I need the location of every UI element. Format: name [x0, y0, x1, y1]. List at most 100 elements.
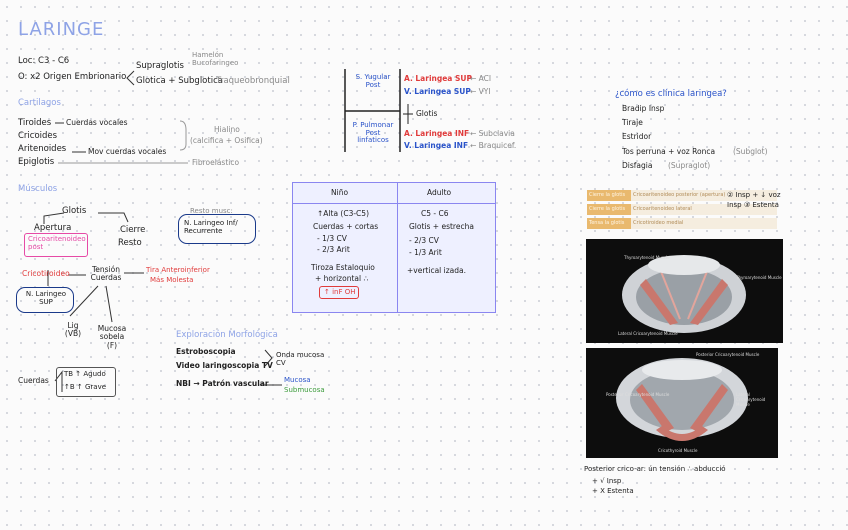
disfagia-note: (Supraglot)	[668, 161, 711, 170]
vascular-glotis: Glotis	[416, 109, 438, 118]
strip-row: Tensa la glotis Cricotiroideo medial	[587, 218, 777, 229]
cricoaritenoideo-box	[24, 233, 88, 257]
exploracion-item-3: NBI → Patrón vascular	[176, 379, 269, 388]
a-laringea-sup: A. Laringea SUP	[404, 74, 472, 83]
caption-p2-b: Posterior Cricoarytenoid Muscle	[606, 392, 670, 397]
cartilago-aritenoides: Aritenoides	[18, 144, 67, 154]
a-laringea-inf-src: ← Subclavia	[470, 129, 515, 138]
caption-p2-a: Posterior Cricoarytenoid Muscle	[696, 352, 760, 357]
posterior-note-item-1: + √ Insp	[592, 477, 622, 485]
nino-row-4: - 2/3 Arit	[317, 245, 350, 254]
tb-agudo: TB ↑ Agudo	[64, 370, 106, 378]
musculos-heading: Músculos	[18, 184, 58, 194]
loc-text: Loc: C3 - C6	[18, 56, 70, 66]
posterior-note-item-2: + X Estenta	[592, 487, 634, 495]
caption-p1-c: Lateral Cricoarytenoid Muscle	[618, 331, 678, 336]
table-divider	[397, 183, 398, 312]
mucosa-label: Mucosa sobela (F)	[97, 324, 127, 350]
muscle-strip-table: Cierre la glotis Cricoaritenoideo poster…	[587, 190, 777, 229]
table-col-nino: Niño	[331, 188, 349, 197]
vascular-left-top: S. Yugular Post	[355, 73, 391, 89]
posterior-note-title: Posterior crico-ar: ún tensión ∴ abducci…	[584, 465, 726, 473]
adulto-row-3: - 2/3 CV	[409, 236, 439, 245]
strip-row: Cierre la glotis Cricoaritenoideo poster…	[587, 190, 777, 201]
submucosa-label-nbi: Submucosa	[284, 386, 325, 394]
sintoma-4: Tos perruna + voz Ronca	[622, 147, 716, 156]
exploracion-item-2: Video laringoscopia TV	[176, 361, 273, 370]
figure-note-2: Insp ③ Estenta	[727, 201, 779, 209]
strip-text: Cricoaritenoideo posterior (apertura)	[631, 190, 777, 201]
nino-row-6: + horizontal ∴	[315, 274, 369, 283]
v-laringea-sup-src: ← VYI	[470, 87, 491, 96]
origen-sup-note: Hamelón Bucofaringeo	[192, 51, 239, 67]
adulto-row-4: - 1/3 Arit	[409, 248, 442, 257]
larynx-illustration-top	[622, 255, 746, 333]
v-laringea-sup: V. Laringea SUP	[404, 87, 471, 96]
cartilago-tiroides: Tiroides	[18, 118, 52, 128]
lig-label: Lig (VB)	[64, 321, 82, 339]
sintoma-5: Disfagia	[622, 161, 653, 170]
table-col-adulto: Adulto	[427, 188, 452, 197]
page-title: LARINGE	[18, 19, 105, 40]
resto-label: Resto	[118, 238, 142, 248]
origen-inf-note: Traqueobronquial	[216, 76, 290, 86]
larynx-image-bottom: Posterior Cricoarytenoid Muscle Posterio…	[586, 348, 778, 458]
origen-inf: Glotica + Subglotica	[136, 76, 223, 86]
clinica-question: ¿cómo es clínica laringea?	[615, 89, 727, 99]
comparison-table: Niño Adulto ↑Alta (C3-C5) Cuerdas + cort…	[292, 182, 496, 313]
adulto-row-2: Glotis + estrecha	[409, 222, 474, 231]
cartilago-cricoides: Cricoides	[18, 131, 58, 141]
glotis-label: Glotis	[62, 206, 87, 216]
onda-mucosa: Onda mucosa CV	[276, 351, 325, 367]
strip-row: Cierre la glotis Cricoaritenoideo latera…	[587, 204, 777, 215]
strip-label: Cierre la glotis	[587, 204, 631, 215]
cricoaritenoideo-label: Cricoaritenoideo post	[28, 235, 86, 251]
strip-label: Tensa la glotis	[587, 218, 631, 229]
tiroides-note: Cuerdas vocales	[66, 118, 128, 127]
aritenoides-note: Mov cuerdas vocales	[88, 147, 167, 156]
cartilago-epiglotis: Epiglotis	[18, 157, 55, 167]
laringeo-sup-box	[16, 287, 74, 313]
sintoma-2: Tiraje	[622, 118, 643, 127]
larynx-illustration-bottom	[616, 358, 748, 441]
nino-row-1: ↑Alta (C3-C5)	[317, 209, 369, 218]
v-laringea-inf-src: ← Braquicef.	[470, 141, 517, 150]
nino-badge-box	[319, 286, 359, 299]
tira-note-1: Tira Anteroinferior	[146, 266, 210, 274]
table-header	[293, 183, 495, 204]
resto-musc-label: Resto musc:	[190, 207, 233, 215]
tension-label: Tensión Cuerdas	[90, 265, 122, 283]
cricotiroideo-label: Cricotiroideo	[22, 269, 70, 278]
nino-badge: ↑ inF OH	[324, 288, 356, 296]
laringeo-inf-label: N. Laringeo Inf/ Recurrente	[184, 219, 238, 235]
tira-note-2: Más Molesta	[150, 276, 194, 284]
origen-sup: Supraglotis	[136, 61, 184, 71]
vascular-left-bottom: P. Pulmonar Post linfaticos	[352, 121, 394, 145]
v-laringea-inf: V. Laringea INF	[404, 141, 469, 150]
fibroelastico-label: Fibroelástico	[192, 158, 240, 167]
caption-p1-b: Thyroarytenoid Muscle	[736, 275, 782, 280]
adulto-row-5: +vertical izada.	[407, 266, 466, 275]
laringeo-sup-label: N. Laringeo SUP	[25, 290, 67, 306]
cuerdas-box	[56, 367, 116, 397]
cartilagos-heading: Cartilagos	[18, 98, 61, 108]
hialino-note: (calcifica + Osifica)	[190, 136, 263, 145]
caption-p2-c: Lateral Cricoarytenoid Muscle	[736, 392, 766, 407]
strip-text: Cricotiroideo medial	[631, 218, 777, 229]
exploracion-heading: Exploración Morfológica	[176, 330, 278, 340]
figure-note-1: ② Insp + ↓ voz	[727, 191, 781, 199]
tb-grave: ↑B ↑ Grave	[64, 383, 107, 391]
cierre-label: Cierre	[120, 225, 146, 235]
sintoma-3: Estridor	[622, 132, 652, 141]
origen-text: O: x2 Origen Embrionario	[18, 72, 127, 82]
larynx-image-top: Thyroarytenoid Muscle Thyroarytenoid Mus…	[586, 239, 783, 343]
laringeo-inf-box	[178, 214, 256, 244]
a-laringea-inf: A. Laringea INF	[404, 129, 470, 138]
apertura-label: Apertura	[34, 223, 72, 233]
exploracion-item-1: Estroboscopia	[176, 347, 236, 356]
hialino-label: Hialino	[214, 125, 240, 134]
nino-row-2: Cuerdas + cortas	[313, 222, 379, 231]
a-laringea-sup-src: ← ACI	[470, 74, 492, 83]
cuerdas-label: Cuerdas	[18, 376, 49, 385]
